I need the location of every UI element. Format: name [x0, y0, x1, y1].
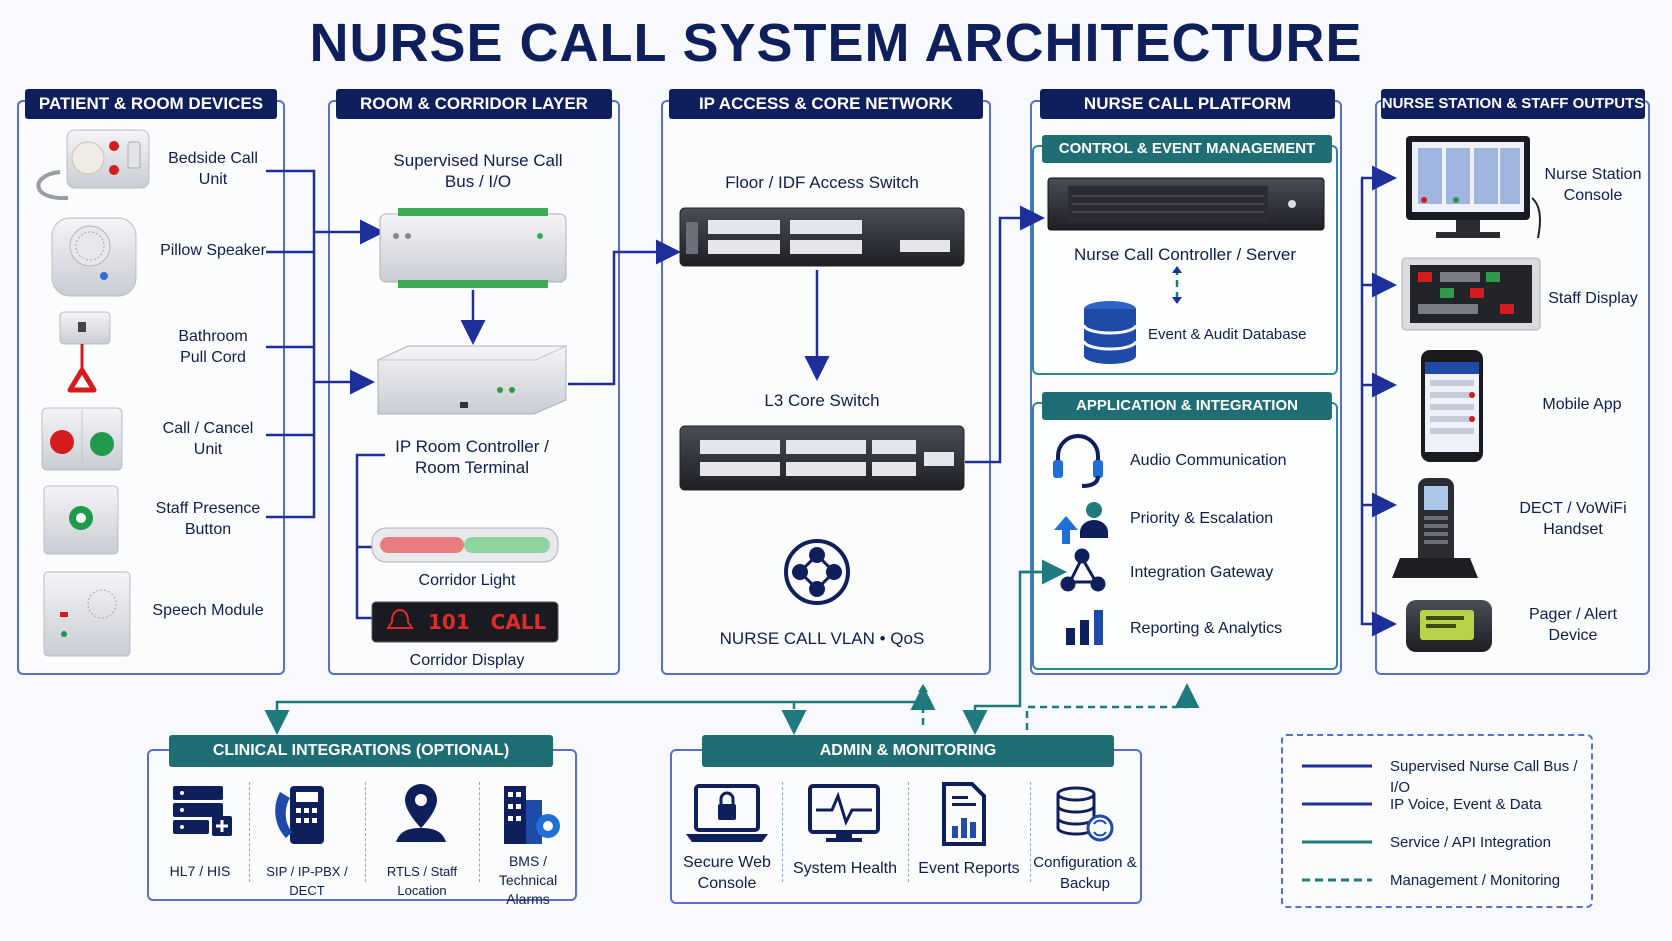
system-health-label: System Health [792, 860, 898, 877]
core-switch-icon [679, 425, 965, 491]
priority-escalation-label: Priority & Escalation [1130, 510, 1274, 527]
access-switch-label: Floor / IDF Access Switch [725, 173, 919, 192]
vlan-label: NURSE CALL VLAN • QoS [719, 629, 925, 648]
corridor-display-text: 101 CALL [428, 610, 547, 634]
vlan-network-icon [784, 539, 850, 605]
clinical-separator [365, 782, 366, 882]
headset-icon [1053, 434, 1103, 488]
desk-phone-icon [275, 786, 324, 844]
bar-chart-icon [1066, 610, 1103, 645]
database-icon [1082, 301, 1138, 364]
configuration-backup-label: Configuration & Backup [1033, 854, 1137, 892]
reporting-analytics-label: Reporting & Analytics [1130, 620, 1283, 637]
room-controller-label: IP Room Controller / Room Terminal [395, 437, 549, 477]
pager-label: Pager / Alert Device [1528, 606, 1618, 644]
staff-presence-button-label: Staff Presence Button [155, 500, 261, 538]
bms-alarms-label: BMS / Technical Alarms [498, 853, 558, 907]
secure-web-console-label: Secure Web Console [683, 854, 771, 892]
outputs-header: NURSE STATION & STAFF OUTPUTS [1381, 89, 1645, 119]
bedside-call-unit-icon [36, 129, 150, 201]
database-sync-icon [1056, 786, 1114, 842]
pull-cord-label: Bathroom Pull Cord [178, 328, 248, 366]
bus-io-label: Supervised Nurse Call Bus / I/O [393, 151, 563, 191]
dect-handset-icon [1392, 478, 1478, 578]
clinical-separator [249, 782, 250, 882]
server-label: Nurse Call Controller / Server [1073, 245, 1296, 264]
pager-icon [1406, 600, 1492, 652]
staff-presence-button-icon [43, 485, 119, 555]
priority-icon [1054, 502, 1108, 544]
rtls-label: RTLS / Staff Location [386, 864, 458, 898]
smartphone-icon [1421, 350, 1483, 462]
clinical-header: CLINICAL INTEGRATIONS (OPTIONAL) [169, 735, 553, 767]
admin-header: ADMIN & MONITORING [702, 735, 1114, 767]
dect-handset-label: DECT / VoWiFi Handset [1519, 500, 1627, 538]
location-pin-icon [396, 784, 446, 842]
legend-bus-label: Supervised Nurse Call Bus / I/O [1390, 758, 1578, 796]
event-reports-label: Event Reports [918, 860, 1020, 877]
page-title: NURSE CALL SYSTEM ARCHITECTURE [309, 13, 1363, 73]
room-controller-icon [377, 345, 567, 415]
clinical-separator [479, 782, 480, 882]
core-switch-label: L3 Core Switch [764, 391, 880, 410]
legend-lines [1302, 764, 1372, 882]
patient-devices-header: PATIENT & ROOM DEVICES [25, 89, 277, 119]
network-header: IP ACCESS & CORE NETWORK [669, 89, 983, 119]
room-corridor-header: ROOM & CORRIDOR LAYER [336, 89, 612, 119]
call-cancel-unit-label: Call / Cancel Unit [162, 420, 254, 458]
hl7-his-label: HL7 / HIS [169, 863, 231, 879]
pillow-speaker-icon [51, 217, 137, 297]
app-header: APPLICATION & INTEGRATION [1042, 392, 1332, 420]
database-label: Event & Audit Database [1148, 326, 1307, 343]
integration-gateway-label: Integration Gateway [1130, 564, 1274, 581]
server-rack-icon [173, 786, 232, 836]
speech-module-label: Speech Module [152, 602, 264, 619]
sip-pbx-dect-label: SIP / IP-PBX / DECT [266, 864, 348, 898]
corridor-display-icon [371, 601, 559, 643]
pull-cord-icon [59, 311, 111, 393]
audio-communication-label: Audio Communication [1130, 452, 1287, 469]
corridor-display-label: Corridor Display [409, 652, 525, 669]
corridor-light-label: Corridor Light [418, 572, 516, 589]
server-icon [1047, 177, 1325, 231]
bus-io-module-icon [379, 208, 567, 288]
admin-separator [908, 782, 909, 882]
legend-ip-label: IP Voice, Event & Data [1390, 796, 1542, 813]
control-header: CONTROL & EVENT MANAGEMENT [1042, 135, 1332, 163]
legend-api-label: Service / API Integration [1390, 834, 1551, 851]
corridor-light-icon [371, 527, 559, 563]
platform-header: NURSE CALL PLATFORM [1040, 89, 1335, 119]
monitor-icon [1406, 136, 1541, 239]
staff-display-icon [1401, 257, 1541, 331]
heartbeat-monitor-icon [808, 784, 880, 842]
pillow-speaker-label: Pillow Speaker [160, 242, 266, 259]
mobile-app-label: Mobile App [1542, 396, 1622, 413]
gateway-icon [1060, 548, 1106, 592]
management-connectors [781, 268, 1200, 735]
laptop-lock-icon [686, 784, 768, 842]
bus-connectors [266, 165, 1397, 637]
staff-display-label: Staff Display [1548, 290, 1638, 307]
call-cancel-unit-icon [41, 407, 123, 471]
building-gear-icon [504, 786, 560, 844]
admin-panel [670, 749, 1142, 904]
access-switch-icon [679, 207, 965, 267]
speech-module-icon [43, 571, 131, 657]
legend-management-label: Management / Monitoring [1390, 872, 1561, 889]
admin-separator [1030, 782, 1031, 882]
report-document-icon [942, 782, 986, 846]
nurse-station-console-label: Nurse Station Console [1544, 166, 1642, 204]
admin-separator [782, 782, 783, 882]
bedside-call-unit-label: Bedside Call Unit [168, 150, 258, 188]
